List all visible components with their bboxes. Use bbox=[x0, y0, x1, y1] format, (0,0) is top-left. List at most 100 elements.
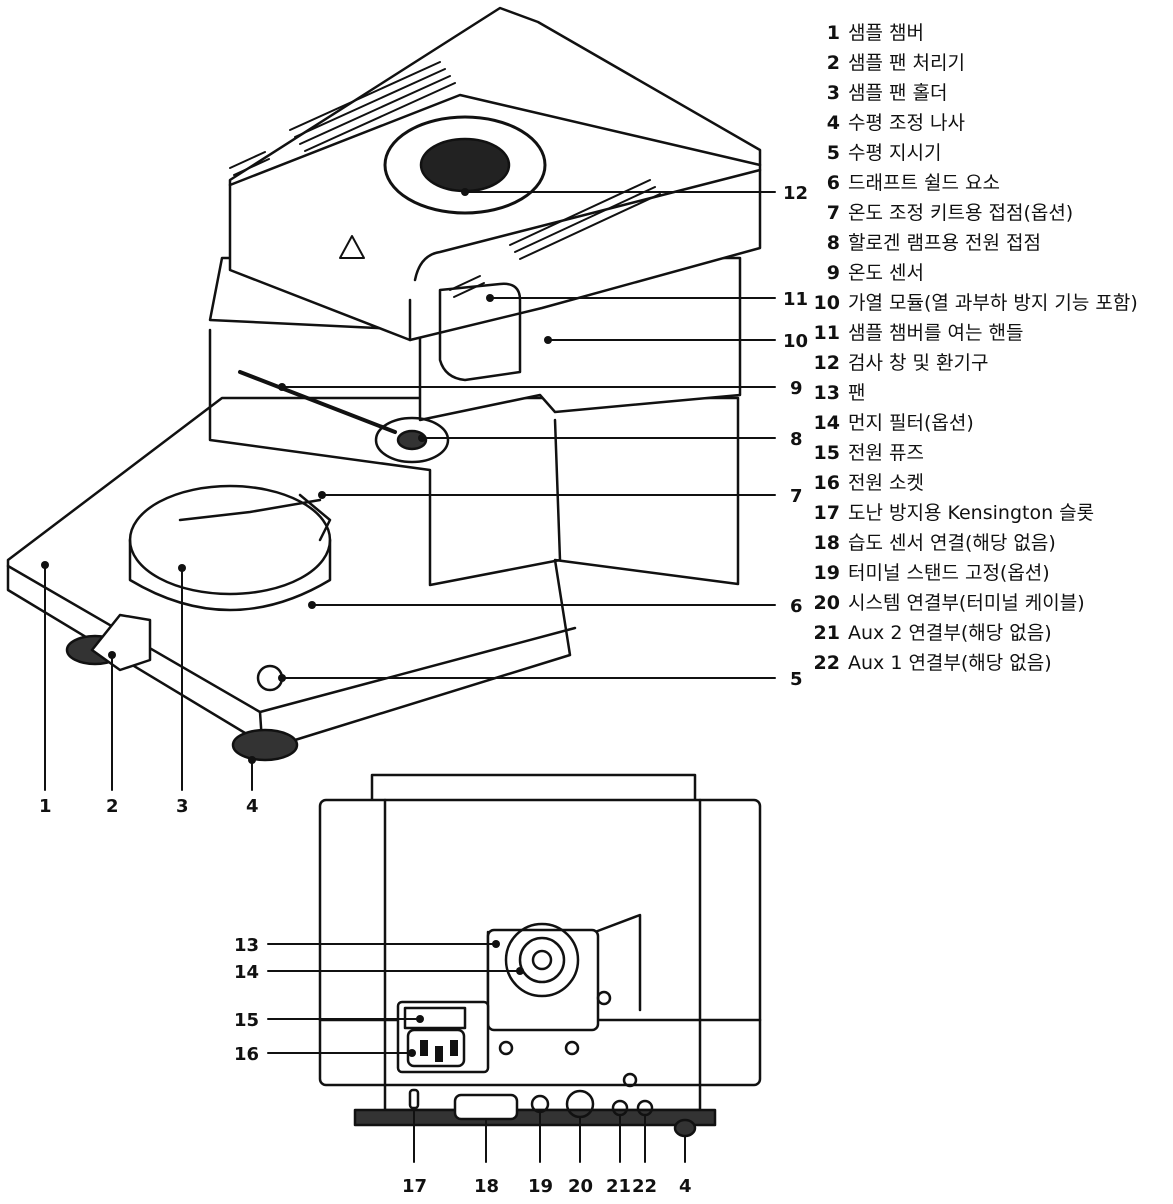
legend-text: 온도 센서 bbox=[848, 262, 924, 284]
legend-item: 9 온도 센서 bbox=[812, 258, 1167, 288]
legend-num: 14 bbox=[813, 412, 840, 434]
legend-text: 전원 퓨즈 bbox=[848, 442, 924, 464]
rear-top-case bbox=[370, 773, 697, 802]
callout-20: 20 bbox=[568, 1176, 593, 1197]
callout-5: 5 bbox=[790, 669, 803, 690]
fan-screw bbox=[596, 990, 612, 1006]
legend-num: 6 bbox=[826, 172, 840, 194]
legend-num: 22 bbox=[813, 652, 840, 674]
callout-4-rear: 4 bbox=[679, 1176, 692, 1197]
legend-num: 15 bbox=[813, 442, 840, 464]
sample-chamber bbox=[208, 328, 562, 587]
rear-foot bbox=[673, 1118, 697, 1138]
legend-item: 17 도난 방지용 Kensington 슬롯 bbox=[812, 498, 1167, 528]
legend-num: 18 bbox=[813, 532, 840, 554]
pan-holder-arm bbox=[178, 493, 332, 542]
legend-text: 수평 지시기 bbox=[848, 142, 942, 164]
fan-screw bbox=[564, 1040, 580, 1056]
legend-num: 4 bbox=[826, 112, 840, 134]
callout-16: 16 bbox=[234, 1044, 259, 1065]
legend-text: 습도 센서 연결(해당 없음) bbox=[848, 532, 1056, 554]
legend-num: 5 bbox=[826, 142, 840, 164]
callout-6: 6 bbox=[790, 596, 803, 617]
legend-num: 1 bbox=[826, 22, 840, 44]
legend-num: 20 bbox=[813, 592, 840, 614]
callout-14: 14 bbox=[234, 962, 259, 983]
lid-vent-slots bbox=[229, 61, 661, 298]
legend-item: 15 전원 퓨즈 bbox=[812, 438, 1167, 468]
halogen-contact bbox=[374, 416, 450, 464]
callout-13: 13 bbox=[234, 935, 259, 956]
legend-text: 할로겐 램프용 전원 접점 bbox=[848, 232, 1041, 254]
callout-10: 10 bbox=[783, 331, 808, 352]
callout-21: 21 bbox=[606, 1176, 631, 1197]
rear-base bbox=[353, 1108, 717, 1127]
base-plate-lower-edge bbox=[258, 626, 577, 714]
right-foot bbox=[231, 728, 299, 762]
legend-num: 21 bbox=[813, 622, 840, 644]
legend-text: 샘플 팬 처리기 bbox=[848, 52, 965, 74]
callout-8: 8 bbox=[790, 429, 803, 450]
legend-num: 8 bbox=[826, 232, 840, 254]
legend-text: 먼지 필터(옵션) bbox=[848, 412, 974, 434]
base-plate bbox=[6, 396, 740, 744]
fan-grille bbox=[504, 922, 580, 998]
legend-num: 17 bbox=[813, 502, 840, 524]
fan-frame bbox=[486, 928, 600, 1032]
legend-item: 6 드래프트 쉴드 요소 bbox=[812, 168, 1167, 198]
legend-num: 12 bbox=[813, 352, 840, 374]
callout-15: 15 bbox=[234, 1010, 259, 1031]
legend-num: 3 bbox=[826, 82, 840, 104]
rear-callout-lines bbox=[267, 943, 686, 1163]
callout-12: 12 bbox=[783, 183, 808, 204]
fan-screw bbox=[498, 1040, 514, 1056]
legend-item: 18 습도 센서 연결(해당 없음) bbox=[812, 528, 1167, 558]
callout-4: 4 bbox=[246, 796, 259, 817]
callout-19: 19 bbox=[528, 1176, 553, 1197]
legend-text: 시스템 연결부(터미널 케이블) bbox=[848, 592, 1085, 614]
legend-text: 검사 창 및 환기구 bbox=[848, 352, 989, 374]
callout-2: 2 bbox=[106, 796, 119, 817]
legend-item: 16 전원 소켓 bbox=[812, 468, 1167, 498]
legend-item: 20 시스템 연결부(터미널 케이블) bbox=[812, 588, 1167, 618]
legend-item: 1 샘플 챔버 bbox=[812, 18, 1167, 48]
sub-d-connector bbox=[453, 1093, 519, 1121]
legend-num: 19 bbox=[813, 562, 840, 584]
legend-text: 팬 bbox=[848, 382, 866, 404]
legend-item: 22 Aux 1 연결부(해당 없음) bbox=[812, 648, 1167, 678]
legend-text: 샘플 챔버 bbox=[848, 22, 924, 44]
callout-17: 17 bbox=[402, 1176, 427, 1197]
legend-num: 2 bbox=[826, 52, 840, 74]
temperature-sensor-rod bbox=[238, 370, 397, 434]
legend-item: 8 할로겐 램프용 전원 접점 bbox=[812, 228, 1167, 258]
legend-text: 드래프트 쉴드 요소 bbox=[848, 172, 1000, 194]
fan-grille-core bbox=[531, 949, 553, 971]
callout-9: 9 bbox=[790, 378, 803, 399]
legend-item: 14 먼지 필터(옵션) bbox=[812, 408, 1167, 438]
kensington-slot bbox=[408, 1088, 420, 1110]
callout-22: 22 bbox=[632, 1176, 657, 1197]
legend-text: Aux 1 연결부(해당 없음) bbox=[848, 652, 1052, 674]
legend-text: 도난 방지용 Kensington 슬롯 bbox=[848, 502, 1095, 524]
legend-num: 11 bbox=[813, 322, 840, 344]
legend-text: 전원 소켓 bbox=[848, 472, 924, 494]
lid-front-face bbox=[408, 168, 762, 342]
lid-handle bbox=[438, 282, 522, 382]
legend-num: 16 bbox=[813, 472, 840, 494]
inspection-window-grille bbox=[419, 137, 511, 193]
rear-screw bbox=[622, 1072, 638, 1088]
legend-text: 수평 조정 나사 bbox=[848, 112, 965, 134]
fan-grille-inner bbox=[518, 936, 566, 984]
callout-11: 11 bbox=[783, 289, 808, 310]
legend-item: 12 검사 창 및 환기구 bbox=[812, 348, 1167, 378]
legend-num: 9 bbox=[826, 262, 840, 284]
legend-num: 10 bbox=[813, 292, 840, 314]
instrument-diagram: 12 11 10 9 8 7 6 5 1 2 3 4 13 14 15 16 1… bbox=[6, 6, 808, 1197]
callout-18: 18 bbox=[474, 1176, 499, 1197]
lid-top-edge bbox=[228, 93, 762, 187]
